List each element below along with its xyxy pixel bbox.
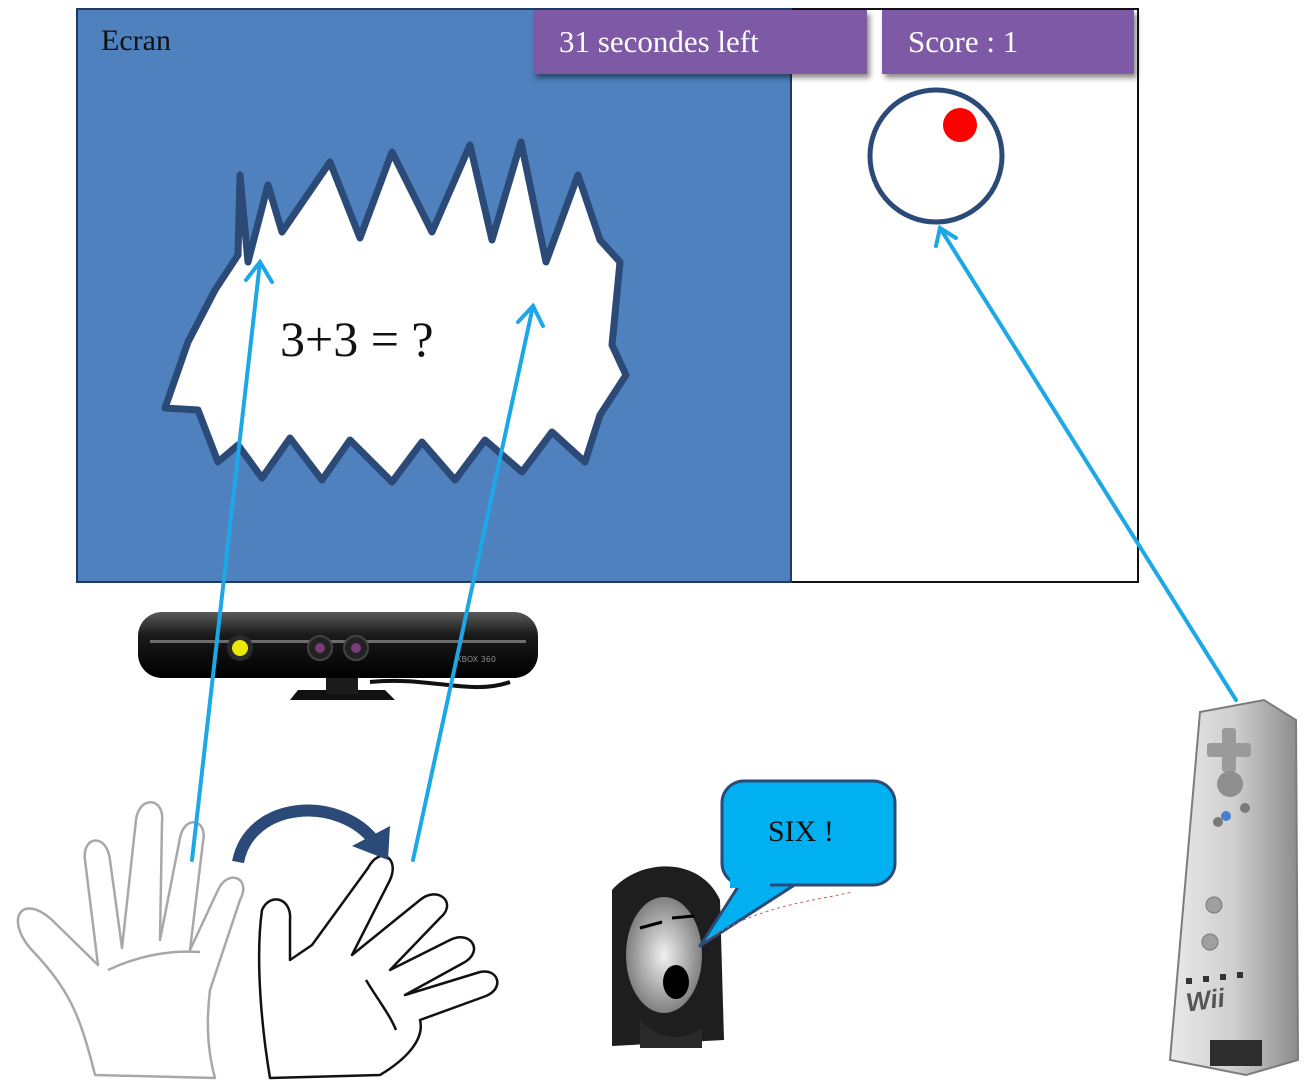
arrow-wiimote bbox=[940, 228, 1236, 700]
hand-switch-arrow bbox=[238, 811, 375, 862]
speech-text: SIX ! bbox=[768, 815, 834, 849]
shouting-person bbox=[606, 862, 726, 1048]
wii-brand-label: Wii bbox=[1184, 982, 1227, 1018]
hand-showing-one bbox=[259, 856, 497, 1078]
pointer-dot bbox=[943, 108, 977, 142]
speech-bubble bbox=[700, 781, 895, 946]
question-text: 3+3 = ? bbox=[280, 310, 434, 368]
kinect-brand-label: XBOX 360 bbox=[456, 655, 496, 664]
target-ring bbox=[870, 90, 1002, 222]
wii-remote bbox=[1170, 700, 1298, 1075]
hand-five-fingers bbox=[18, 802, 243, 1078]
